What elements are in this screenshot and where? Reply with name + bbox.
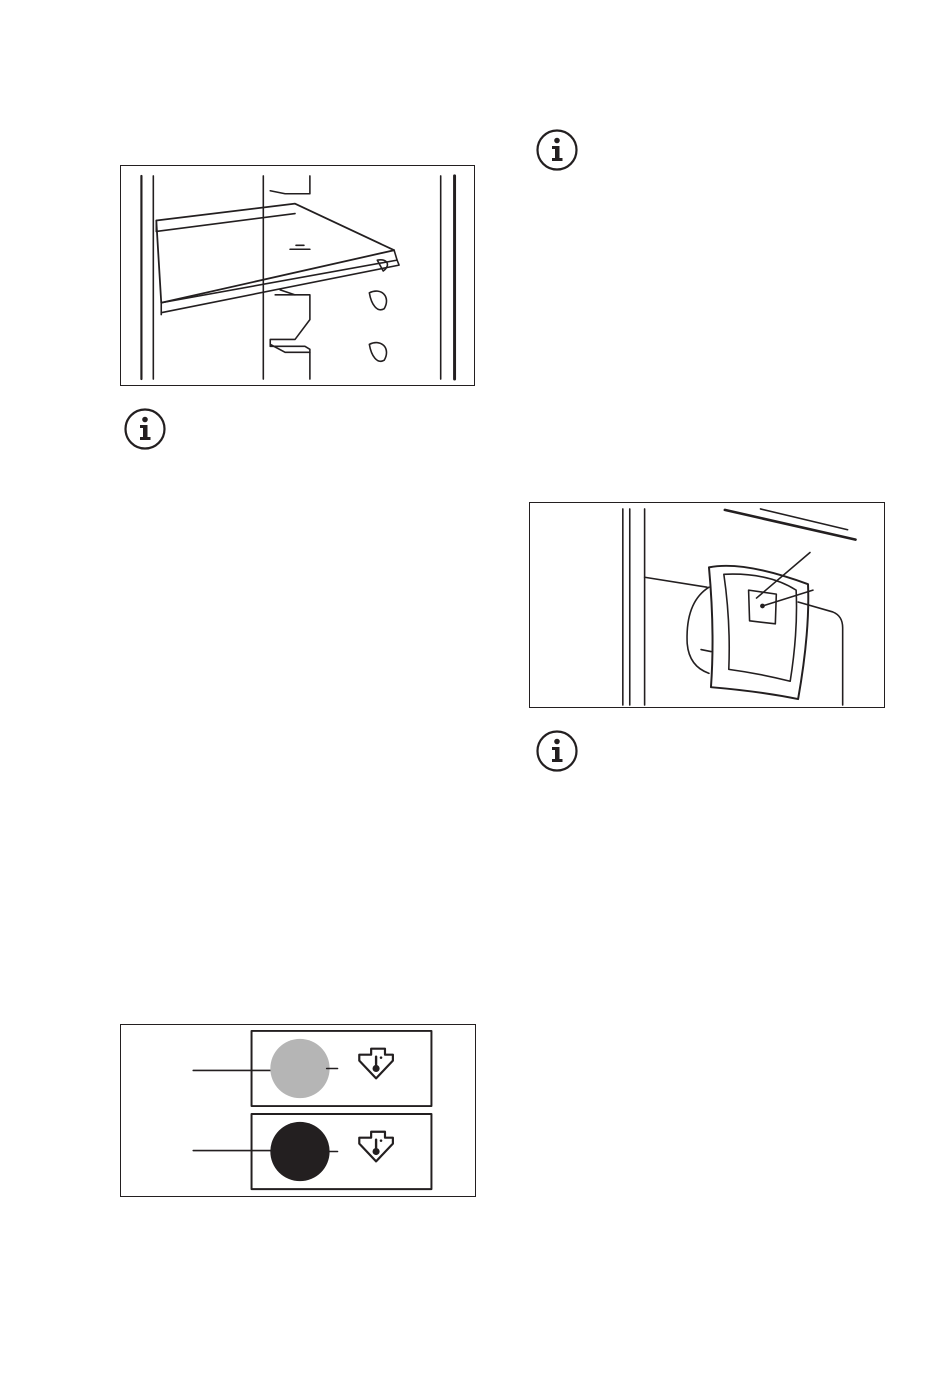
temperature-drop-icon bbox=[359, 1049, 393, 1079]
temperature-drop-icon bbox=[359, 1132, 393, 1162]
light-figure bbox=[529, 502, 885, 708]
shelf-figure bbox=[120, 165, 475, 386]
info-icon-1 bbox=[123, 407, 167, 451]
fridge-glass-shelf-illustration bbox=[121, 166, 474, 385]
info-icon bbox=[535, 729, 579, 773]
indicator-figure bbox=[120, 1024, 476, 1197]
fridge-interior-light-illustration bbox=[530, 503, 884, 707]
indicator-circle-dark bbox=[270, 1122, 329, 1181]
temperature-indicator-panel bbox=[121, 1025, 475, 1196]
info-icon-2 bbox=[535, 128, 579, 172]
info-icon-3 bbox=[535, 729, 579, 773]
info-icon bbox=[123, 407, 167, 451]
indicator-circle-light bbox=[270, 1039, 329, 1098]
info-icon bbox=[535, 128, 579, 172]
